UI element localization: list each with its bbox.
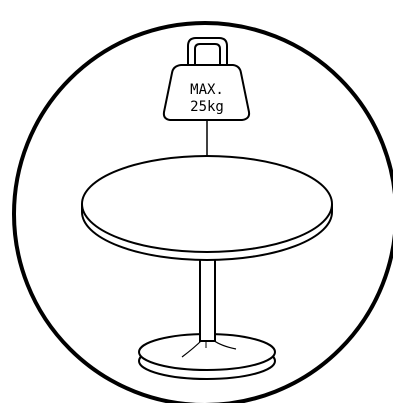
weight-label-kg: 25kg xyxy=(190,99,224,115)
tabletop xyxy=(82,156,332,252)
table-column xyxy=(200,255,215,341)
weight-label-max: MAX. xyxy=(190,82,224,98)
